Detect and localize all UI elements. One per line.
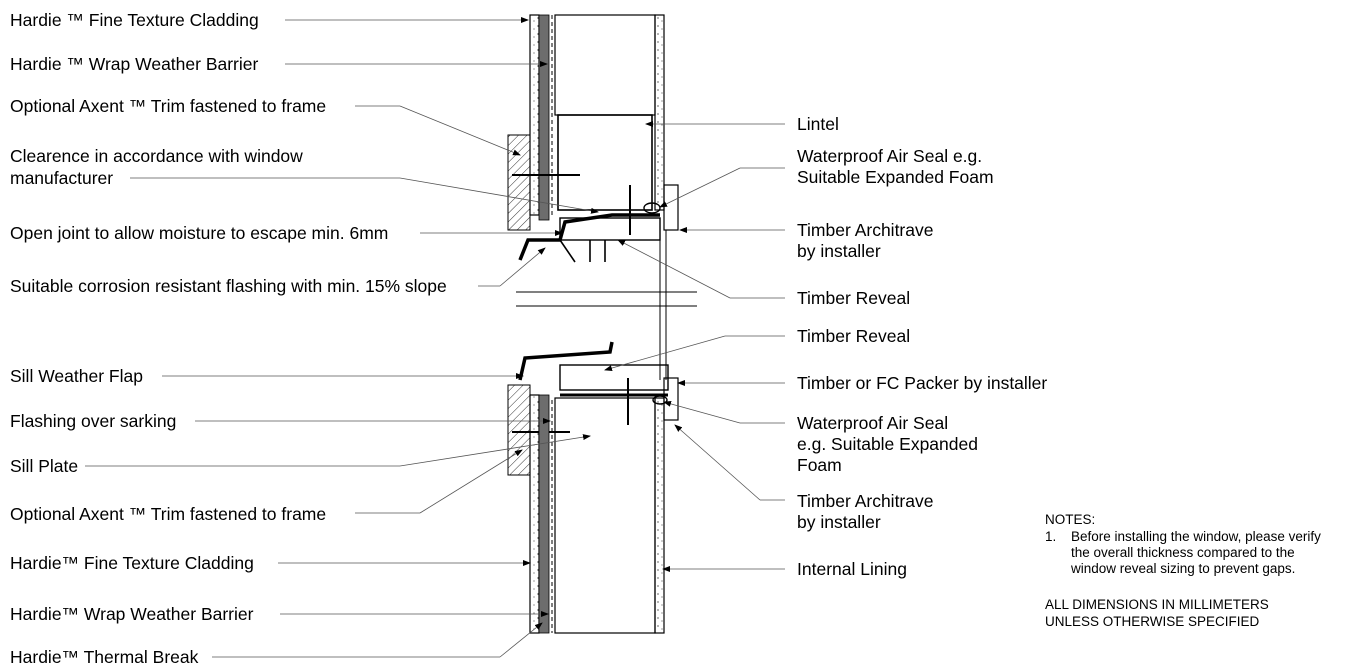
label-thermal-break: Hardie™ Thermal Break (10, 647, 199, 667)
label-cladding-top: Hardie ™ Fine Texture Cladding (10, 10, 259, 30)
label-packer: Timber or FC Packer by installer (797, 373, 1047, 393)
notes-heading: NOTES: (1045, 512, 1095, 527)
label-flashing-head: Suitable corrosion resistant flashing wi… (10, 276, 447, 296)
label-sill-plate: Sill Plate (10, 456, 78, 476)
label-air-seal-bottom-line1: Waterproof Air Seal (797, 413, 948, 433)
label-air-seal-bottom-line2: e.g. Suitable Expanded (797, 434, 978, 454)
label-wrap-bottom: Hardie™ Wrap Weather Barrier (10, 604, 254, 624)
notes-item-number: 1. (1045, 529, 1056, 544)
notes-item-line2: the overall thickness compared to the (1071, 545, 1295, 560)
label-architrave-bottom-line1: Timber Architrave (797, 491, 933, 511)
label-flashing-sarking: Flashing over sarking (10, 411, 176, 431)
label-lintel: Lintel (797, 114, 839, 134)
wall-section-lower (507, 341, 679, 634)
label-air-seal-top-line1: Waterproof Air Seal e.g. (797, 146, 982, 166)
right-labels: Lintel Waterproof Air Seal e.g. Suitable… (797, 114, 1047, 579)
label-clearance-line2: manufacturer (10, 168, 113, 188)
leader-lines (85, 17, 785, 658)
label-architrave-bottom-line2: by installer (797, 512, 881, 532)
label-wrap-top: Hardie ™ Wrap Weather Barrier (10, 54, 258, 74)
label-reveal-top: Timber Reveal (797, 288, 910, 308)
label-cladding-bottom: Hardie™ Fine Texture Cladding (10, 553, 254, 573)
label-architrave-top-line2: by installer (797, 241, 881, 261)
break-lines (516, 230, 697, 380)
notes-block: NOTES: 1. Before installing the window, … (1045, 512, 1321, 629)
label-sill-flap: Sill Weather Flap (10, 366, 143, 386)
label-open-joint: Open joint to allow moisture to escape m… (10, 223, 388, 243)
label-trim-bottom: Optional Axent ™ Trim fastened to frame (10, 504, 326, 524)
label-trim-top: Optional Axent ™ Trim fastened to frame (10, 96, 326, 116)
notes-dims-line1: ALL DIMENSIONS IN MILLIMETERS (1045, 597, 1269, 612)
label-internal-lining: Internal Lining (797, 559, 907, 579)
label-air-seal-top-line2: Suitable Expanded Foam (797, 167, 994, 187)
notes-dims-line2: UNLESS OTHERWISE SPECIFIED (1045, 614, 1260, 629)
notes-item-line1: Before installing the window, please ver… (1071, 529, 1321, 544)
notes-item-line3: window reveal sizing to prevent gaps. (1070, 561, 1295, 576)
label-architrave-top-line1: Timber Architrave (797, 220, 933, 240)
label-reveal-bottom: Timber Reveal (797, 326, 910, 346)
left-labels: Hardie ™ Fine Texture Cladding Hardie ™ … (10, 10, 447, 667)
label-clearance-line1: Clearence in accordance with window (10, 146, 303, 166)
label-air-seal-bottom-line3: Foam (797, 455, 842, 475)
wall-section-upper (507, 14, 679, 263)
